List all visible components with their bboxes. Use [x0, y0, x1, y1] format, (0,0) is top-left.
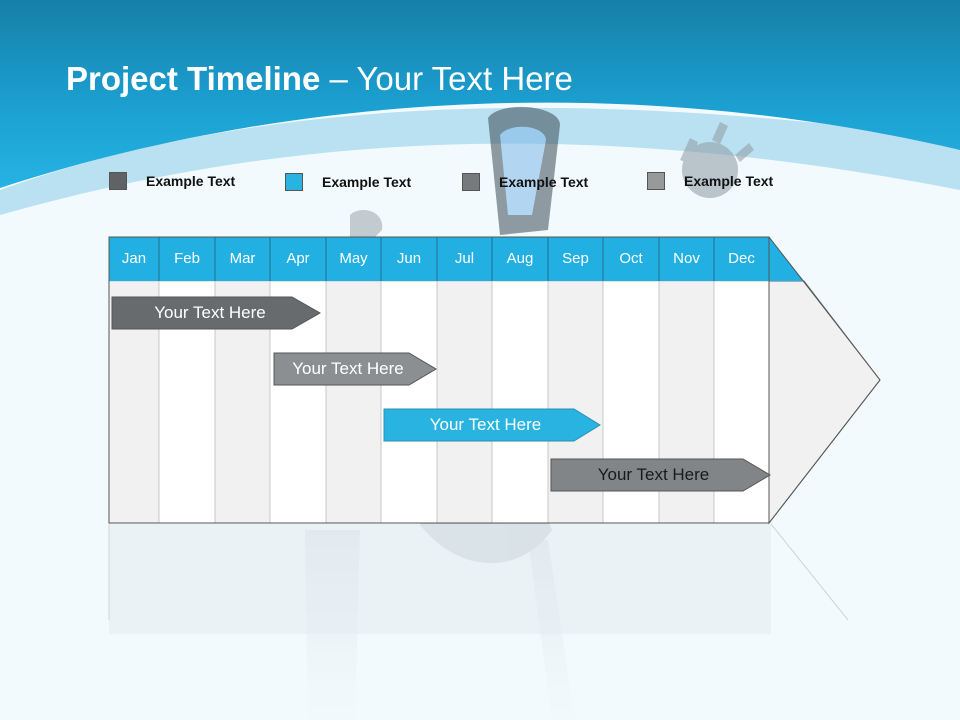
month-column-may	[325, 280, 382, 524]
month-label-aug: Aug	[506, 250, 534, 267]
month-label-jul: Jul	[454, 250, 475, 267]
legend-item-4: Example Text	[647, 171, 773, 191]
month-label-oct: Oct	[619, 250, 643, 267]
month-label-dec: Dec	[728, 250, 755, 267]
month-label-feb: Feb	[174, 250, 200, 267]
task-bar-4	[550, 458, 771, 492]
month-label-mar: Mar	[229, 250, 256, 267]
month-label-jun: Jun	[396, 250, 422, 267]
legend-swatch-4	[647, 172, 665, 190]
legend-item-3: Example Text	[462, 172, 588, 192]
title-rest: – Your Text Here	[320, 60, 573, 97]
legend-label-2: Example Text	[322, 174, 412, 190]
page-title: Project Timeline – Your Text Here	[66, 60, 573, 98]
legend-item-2: Example Text	[285, 172, 411, 192]
legend-label-3: Example Text	[499, 174, 589, 190]
task-bar-4-label: Your Text Here	[597, 465, 710, 484]
legend-label-4: Example Text	[684, 173, 774, 189]
task-bar-2-label: Your Text Here	[292, 359, 404, 378]
title-bold: Project Timeline	[66, 60, 321, 97]
task-bar-1	[111, 296, 322, 330]
legend-label-1: Example Text	[146, 173, 236, 189]
legend-swatch-2	[285, 173, 303, 191]
month-column-jul	[436, 280, 493, 524]
month-column-aug	[491, 280, 549, 524]
task-bar-2	[273, 352, 437, 386]
month-label-may: May	[339, 250, 368, 267]
legend-swatch-1	[109, 172, 127, 190]
month-label-jan: Jan	[121, 250, 147, 267]
legend-swatch-3	[462, 173, 480, 191]
month-label-sep: Sep	[562, 250, 589, 267]
task-bar-3-label: Your Text Here	[429, 415, 542, 434]
month-label-nov: Nov	[673, 250, 700, 267]
task-bar-1-label: Your Text Here	[154, 303, 266, 322]
task-bar-3	[383, 408, 601, 442]
month-label-apr: Apr	[286, 250, 310, 267]
month-column-jun	[380, 280, 438, 524]
legend-item-1: Example Text	[109, 171, 235, 191]
